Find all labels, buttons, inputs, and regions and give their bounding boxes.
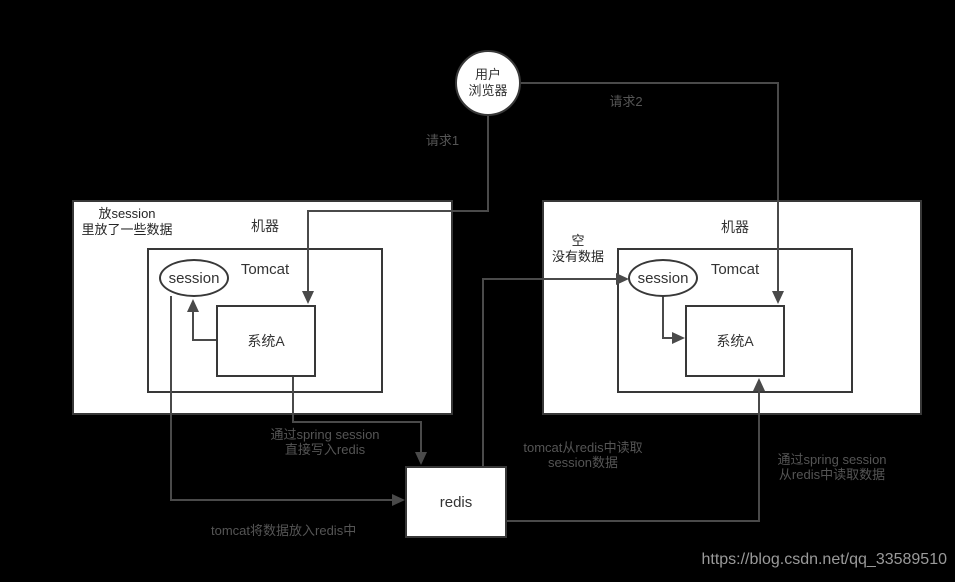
write-spring-segment: [292, 421, 422, 423]
tomcat-put-arrowhead: [392, 494, 405, 506]
watermark-url: https://blog.csdn.net/qq_33589510: [701, 551, 947, 568]
request1-label: 请求1: [425, 133, 460, 148]
write-spring-arrowhead: [415, 452, 427, 465]
request2-line-segment: [520, 82, 779, 84]
left-system-to-session-segment: [192, 339, 218, 341]
right-machine-title: 机器: [721, 219, 749, 235]
right-machine-note-line1: 空: [571, 233, 585, 248]
tomcat-put-segment: [170, 296, 172, 501]
left-system-a-label: 系统A: [247, 333, 285, 349]
read-spring-label-line1: 通过spring session: [777, 452, 887, 467]
right-system-a-node: 系统A: [685, 305, 785, 377]
left-machine-note-line1: 放session: [98, 206, 156, 221]
left-system-to-session-segment: [192, 310, 194, 341]
write-spring-label-line2: 直接写入redis: [284, 442, 366, 457]
tomcat-read-label-line1: tomcat从redis中读取: [523, 440, 643, 455]
left-machine-note-line2: 里放了一些数据: [81, 222, 173, 237]
left-session-label: session: [168, 269, 220, 287]
write-spring-label-line1: 通过spring session: [270, 427, 380, 442]
tomcat-put-label: tomcat将数据放入redis中: [211, 523, 357, 538]
tomcat-read-label: tomcat从redis中读取 session数据: [503, 440, 663, 470]
right-session-to-system-arrowhead: [672, 332, 685, 344]
user-browser-node: 用户 浏览器: [455, 50, 521, 116]
right-session-node: session: [628, 259, 698, 297]
read-spring-segment: [758, 388, 760, 522]
request2-label: 请求2: [609, 94, 643, 109]
right-system-a-label: 系统A: [716, 333, 754, 349]
left-machine-title: 机器: [251, 218, 279, 234]
right-session-to-system-segment: [662, 337, 673, 339]
tomcat-read-label-line2: session数据: [547, 455, 619, 470]
left-machine-note: 放session 里放了一些数据: [77, 206, 177, 238]
request1-line-segment: [307, 210, 489, 212]
left-session-node: session: [159, 259, 229, 297]
read-spring-segment: [506, 520, 760, 522]
left-tomcat-label: Tomcat: [240, 261, 290, 278]
user-browser-label-line1: 用户: [474, 67, 501, 82]
redis-node: redis: [405, 466, 507, 538]
request1-line-segment: [307, 210, 309, 293]
request2-arrowhead: [772, 291, 784, 304]
write-spring-segment: [420, 421, 422, 453]
tomcat-read-arrowhead: [616, 273, 629, 285]
read-spring-arrowhead: [753, 378, 765, 391]
tomcat-put-segment: [170, 499, 392, 501]
redis-label: redis: [439, 493, 473, 511]
tomcat-read-segment: [482, 278, 617, 280]
request1-line-segment: [487, 116, 489, 212]
right-machine-note-line2: 没有数据: [551, 249, 604, 264]
right-machine-note: 空 没有数据: [548, 233, 608, 265]
tomcat-read-segment: [482, 279, 484, 467]
request1-arrowhead: [302, 291, 314, 304]
write-spring-segment: [292, 377, 294, 423]
request2-line-segment: [777, 82, 779, 292]
right-session-to-system-segment: [662, 296, 664, 339]
read-spring-label-line2: 从redis中读取数据: [778, 467, 886, 482]
left-system-to-session-arrowhead: [187, 299, 199, 312]
right-session-label: session: [637, 269, 689, 287]
read-spring-label: 通过spring session 从redis中读取数据: [752, 452, 912, 482]
right-tomcat-label: Tomcat: [710, 261, 760, 278]
left-system-a-node: 系统A: [216, 305, 316, 377]
write-spring-label: 通过spring session 直接写入redis: [245, 427, 405, 457]
user-browser-label-line2: 浏览器: [468, 83, 508, 98]
